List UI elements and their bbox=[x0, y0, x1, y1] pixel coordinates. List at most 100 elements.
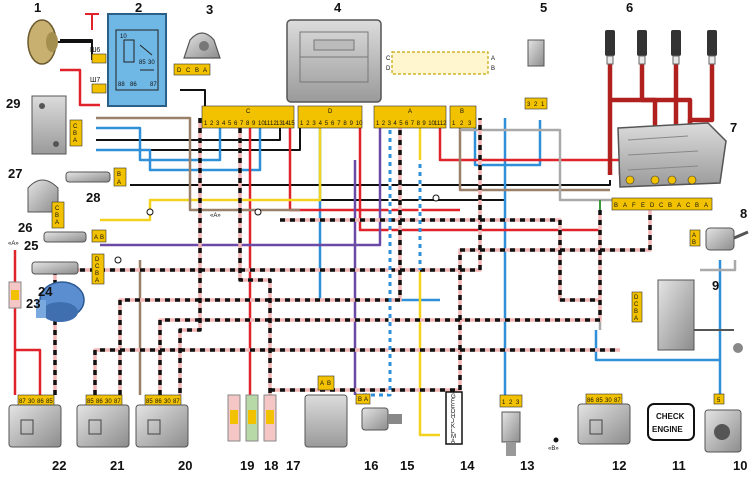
relay-terminal-sh7: Ш7 bbox=[90, 77, 100, 84]
connector-pin: F bbox=[632, 203, 636, 209]
component-number-1: 1 bbox=[34, 0, 41, 15]
svg-text:C: C bbox=[73, 124, 78, 130]
connector-pin: 8 bbox=[343, 121, 347, 127]
connector-pin: 7 bbox=[337, 121, 341, 127]
svg-text:C: C bbox=[246, 109, 251, 115]
svg-text:C: C bbox=[55, 206, 60, 212]
connector-pin: 4 bbox=[222, 121, 226, 127]
connector-pin: 9 bbox=[422, 121, 426, 127]
connector-pin: 85 bbox=[146, 399, 153, 405]
connector-pin: 10 bbox=[258, 121, 265, 127]
component-23-motor bbox=[36, 281, 85, 322]
svg-text:B: B bbox=[358, 397, 362, 403]
connector-pin: 10 bbox=[428, 121, 435, 127]
component-2-relay: 10 85 30 86 88 87 Ш6 Ш7 bbox=[90, 13, 167, 107]
connector-pin: 11 bbox=[434, 121, 441, 127]
connector-pin: 2 bbox=[306, 121, 310, 127]
connector-pin: 2 bbox=[382, 121, 386, 127]
svg-text:D: D bbox=[328, 109, 333, 115]
svg-text:C: C bbox=[186, 68, 191, 74]
connector-pin: 86 bbox=[37, 399, 44, 405]
connector-pin: 12 bbox=[440, 121, 447, 127]
ecu-plug-outline: C D A B bbox=[386, 51, 495, 75]
connector-pin: C bbox=[659, 203, 664, 209]
connector-pin: 1 bbox=[452, 121, 456, 127]
connector-pin: A bbox=[623, 203, 627, 209]
connector-pin: 3 bbox=[312, 121, 316, 127]
connector-pin: 10 bbox=[356, 121, 363, 127]
svg-text:2: 2 bbox=[534, 102, 538, 108]
component-number-12: 12 bbox=[612, 458, 626, 473]
component-6-spark-plugs bbox=[605, 30, 717, 65]
connector-pin: 8 bbox=[417, 121, 421, 127]
ground-markers: «A» «A» «B» bbox=[8, 194, 559, 452]
component-number-23: 23 bbox=[26, 296, 40, 311]
connector-pin: 87 bbox=[173, 399, 180, 405]
relay-pin-30: 30 bbox=[148, 60, 155, 66]
svg-text:A: A bbox=[117, 180, 121, 186]
svg-text:B: B bbox=[327, 381, 331, 387]
component-9-throttle: D C B A bbox=[631, 279, 743, 353]
component-number-6: 6 bbox=[626, 0, 633, 15]
connector-pin: 8 bbox=[246, 121, 250, 127]
component-26-sensor: A B bbox=[43, 229, 107, 243]
relay-pin-10: 10 bbox=[120, 34, 127, 40]
component-11-check-engine-lamp: CHECK ENGINE bbox=[647, 403, 695, 441]
component-number-19: 19 bbox=[240, 458, 254, 473]
component-number-14: 14 bbox=[460, 458, 475, 473]
svg-text:B: B bbox=[692, 240, 696, 246]
svg-text:B: B bbox=[195, 68, 199, 74]
component-13-sensor: 1 2 3 bbox=[499, 394, 523, 456]
connector-pin: 7 bbox=[240, 121, 244, 127]
svg-text:«A»: «A» bbox=[8, 241, 19, 247]
connector-pin: 87 bbox=[114, 399, 121, 405]
connector-pin: 11 bbox=[264, 121, 271, 127]
connector-pin: 85 bbox=[87, 399, 94, 405]
connector-pin: 86 bbox=[96, 399, 103, 405]
component-number-22: 22 bbox=[52, 458, 66, 473]
svg-text:2: 2 bbox=[509, 400, 513, 406]
relay-terminal-sh6: Ш6 bbox=[90, 47, 100, 54]
connector-pin: 1 bbox=[204, 121, 208, 127]
connector-pin: 4 bbox=[393, 121, 397, 127]
component-number-8: 8 bbox=[740, 206, 747, 221]
component-number-13: 13 bbox=[520, 458, 534, 473]
component-number-29: 29 bbox=[6, 96, 20, 111]
svg-text:«A»: «A» bbox=[210, 213, 221, 219]
diagnostic-pin: L bbox=[451, 429, 455, 435]
connector-pin: 5 bbox=[325, 121, 329, 127]
connector-pin: 3 bbox=[388, 121, 392, 127]
svg-text:D: D bbox=[95, 257, 100, 263]
component-29-module: C B A bbox=[31, 95, 83, 155]
relay-pin-86: 86 bbox=[130, 82, 137, 88]
connector-pin: E bbox=[641, 203, 645, 209]
connector-pin: 12 bbox=[270, 121, 277, 127]
component-1-sensor bbox=[27, 13, 99, 65]
connector-pin: B bbox=[695, 203, 699, 209]
diagnostic-pin: J bbox=[451, 419, 454, 425]
connector-pin: 87 bbox=[19, 399, 26, 405]
diagnostic-pin: K bbox=[451, 424, 455, 430]
relay-pin-88: 88 bbox=[118, 82, 125, 88]
connector-pin: 85 bbox=[596, 398, 603, 404]
component-number-21: 21 bbox=[110, 458, 124, 473]
connector-pin: 4 bbox=[319, 121, 323, 127]
svg-text:A: A bbox=[203, 68, 207, 74]
component-10-module: 5 bbox=[704, 393, 742, 453]
connector-pin: 30 bbox=[105, 399, 112, 405]
svg-text:B: B bbox=[117, 172, 121, 178]
component-3-sensor: D C B A bbox=[173, 32, 221, 76]
diagnostic-pin: E bbox=[451, 404, 455, 410]
connector-pin: B bbox=[668, 203, 672, 209]
component-number-24: 24 bbox=[38, 284, 53, 299]
component-number-11: 11 bbox=[672, 458, 686, 473]
svg-text:A: A bbox=[491, 56, 495, 62]
connector-pin: D bbox=[650, 203, 655, 209]
svg-text:D: D bbox=[177, 68, 182, 74]
connector-pin: C bbox=[686, 203, 691, 209]
